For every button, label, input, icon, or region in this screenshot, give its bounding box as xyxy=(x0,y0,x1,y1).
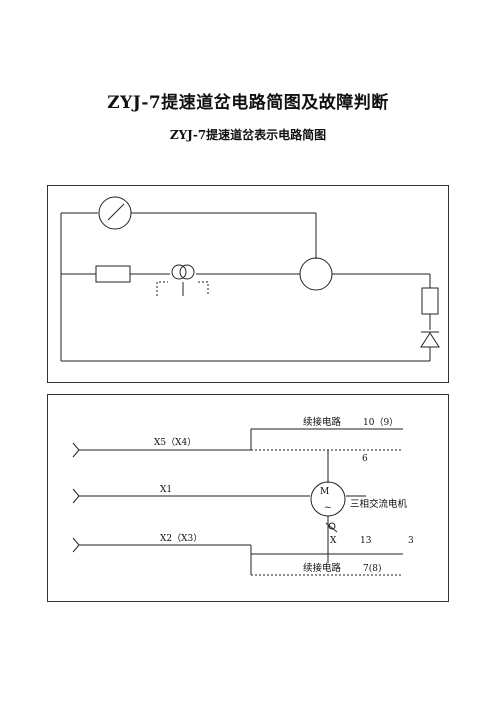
diode-icon xyxy=(420,332,440,348)
motor-tilde: ~ xyxy=(324,503,332,513)
upper-relay-ref: 10（9） xyxy=(363,417,398,428)
node-13-label: 13 xyxy=(360,536,372,546)
right-resistor-icon xyxy=(421,287,439,315)
resistor-icon xyxy=(95,265,131,283)
document-title: ZYJ-7提速道岔电路简图及故障判断 xyxy=(107,93,389,113)
switch-blade xyxy=(325,522,338,533)
upper-terminal-label: X5（X4） xyxy=(154,437,196,448)
meter-needle xyxy=(107,203,125,221)
lower-relay-label: 续接电路 xyxy=(303,562,342,574)
transformer-coil-right xyxy=(179,264,195,280)
lower-terminal-label: X2（X3） xyxy=(160,533,202,544)
motor-name-label: 三相交流电机 xyxy=(350,498,408,510)
upper-relay-label: 续接电路 xyxy=(303,416,342,428)
motor-wiring-diagram: X5（X4） X1 X2（X3） 续接电路 10（9） 6 M ~ 三相交流电机… xyxy=(47,394,449,602)
indication-circuit-svg xyxy=(60,196,440,362)
upper-terminal-arrow xyxy=(72,442,80,458)
document-subtitle: ZYJ-7提速道岔表示电路简图 xyxy=(169,128,327,142)
indication-circuit-diagram xyxy=(47,185,449,383)
middle-terminal-label: X1 xyxy=(160,485,172,495)
transformer-secondary-left xyxy=(156,281,168,296)
lower-terminal-arrow xyxy=(72,537,80,553)
lamp-icon xyxy=(299,257,333,291)
transformer-secondary-right xyxy=(198,281,209,296)
lower-relay-ref: 7(8) xyxy=(363,563,381,574)
node-6-label: 6 xyxy=(362,454,368,464)
motor-symbol: M xyxy=(320,487,329,497)
node-x-label: X xyxy=(330,536,337,546)
motor-wiring-svg: X5（X4） X1 X2（X3） 续接电路 10（9） 6 M ~ 三相交流电机… xyxy=(72,416,414,576)
node-3-label: 3 xyxy=(408,536,414,546)
middle-terminal-arrow xyxy=(72,488,80,504)
transformer-coil-left xyxy=(171,264,187,280)
